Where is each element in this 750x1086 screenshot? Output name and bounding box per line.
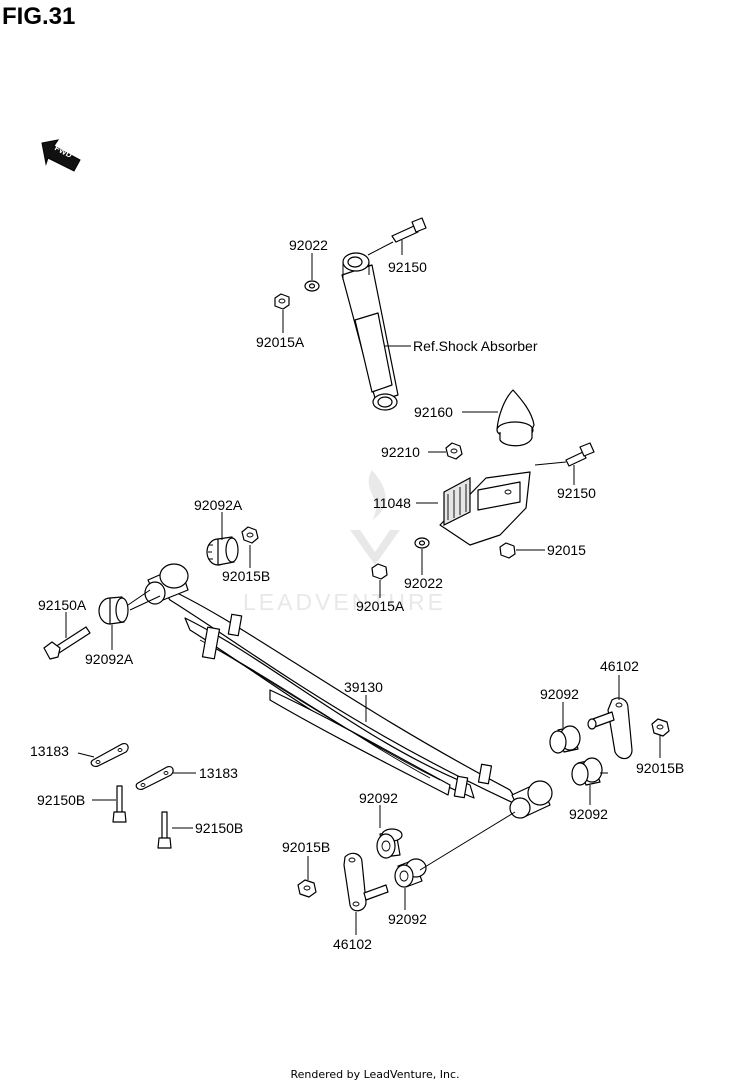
label-13183-left: 13183 [30, 743, 69, 759]
label-92150B-left: 92150B [37, 792, 85, 808]
nut-92015 [499, 542, 516, 559]
bump-stop-92160 [496, 389, 535, 447]
label-92015B-bottom: 92015B [282, 839, 330, 855]
label-92150A: 92150A [38, 597, 87, 613]
strap-13183-right [135, 766, 174, 790]
label-92092A-left: 92092A [85, 651, 134, 667]
label-92150-top: 92150 [388, 259, 427, 275]
shackle-46102-bottom [343, 852, 389, 912]
washer-92022-mid [414, 537, 430, 549]
bushing-92092-right2 [571, 757, 603, 786]
label-92015B-right: 92015B [636, 760, 684, 776]
bolt-92150B-left [112, 785, 127, 823]
nut-92015A-top [274, 293, 290, 310]
nut-92210 [445, 442, 463, 460]
label-46102-right: 46102 [600, 658, 639, 674]
nut-92015B-bottom [297, 879, 317, 898]
label-92022-top: 92022 [289, 237, 328, 253]
bolt-92150-top [391, 217, 427, 243]
label-46102-bottom: 46102 [333, 936, 372, 952]
label-92092-right2: 92092 [569, 806, 608, 822]
bushing-92092A-left [98, 596, 129, 625]
label-92092A-top: 92092A [194, 497, 243, 513]
label-92210: 92210 [381, 444, 420, 460]
leader-lines [65, 240, 661, 935]
label-39130: 39130 [344, 679, 383, 695]
bolt-92150A [43, 626, 91, 660]
bolt-92150B-right [157, 811, 172, 849]
watermark-text: LEADVENTURE [243, 589, 446, 615]
bushing-92092-mid [376, 828, 403, 859]
shackle-46102-right [587, 697, 633, 760]
label-ref-shock-absorber: Ref.Shock Absorber [413, 338, 538, 354]
bushing-92092-bottom [394, 858, 427, 888]
fwd-arrow-icon: FWD [41, 139, 81, 172]
bolt-92150-mid [565, 442, 595, 467]
label-11048: 11048 [373, 495, 411, 511]
label-92150B-right: 92150B [195, 820, 243, 836]
washer-92022-top [304, 280, 320, 292]
bushing-92092A-top [206, 536, 239, 566]
bushing-92092-right1 [549, 725, 581, 754]
nut-92015A-mid [371, 563, 388, 580]
bracket-11048 [439, 471, 531, 546]
label-92092-bottom: 92092 [388, 911, 427, 927]
shock-absorber [341, 252, 399, 411]
footer-credit: Rendered by LeadVenture, Inc. [290, 1068, 460, 1081]
label-92092-mid: 92092 [359, 790, 398, 806]
label-92092-right1: 92092 [540, 686, 579, 702]
label-92022-mid: 92022 [404, 575, 443, 591]
figure-title: FIG.31 [2, 3, 76, 30]
nut-92015B-right [651, 718, 670, 737]
label-92015B-top: 92015B [222, 568, 270, 584]
label-92015: 92015 [547, 542, 586, 558]
label-92015A-top: 92015A [256, 334, 305, 350]
label-92160: 92160 [414, 404, 453, 420]
label-92015A-mid: 92015A [356, 598, 405, 614]
label-92150-mid: 92150 [557, 485, 596, 501]
part-labels: 92022 92150 92015A Ref.Shock Absorber 92… [30, 237, 684, 952]
label-13183-right: 13183 [199, 765, 238, 781]
nut-92015B-top [241, 526, 259, 544]
watermark: LEADVENTURE [243, 470, 446, 615]
strap-13183-left [90, 743, 129, 767]
leaf-spring-39130 [144, 563, 553, 819]
